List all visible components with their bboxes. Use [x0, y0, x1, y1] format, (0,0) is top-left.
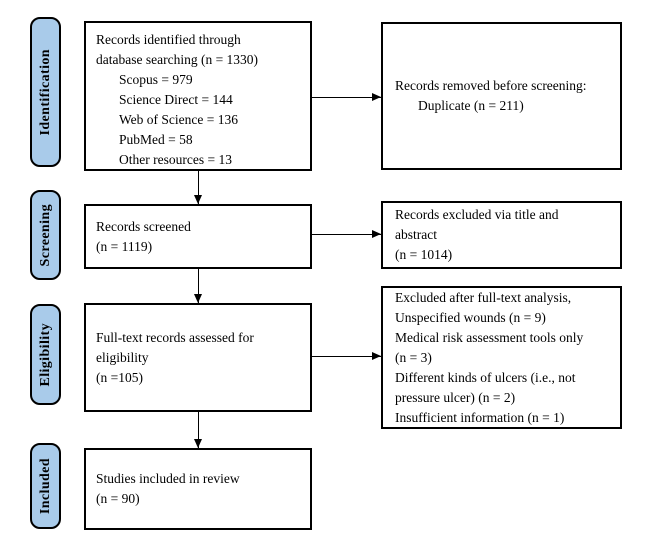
arrow-right-fulltext-to-excluded — [312, 351, 381, 360]
stage-label-screening: Screening — [30, 190, 61, 280]
stage-label-text: Included — [37, 457, 53, 515]
text-line: database searching (n = 1330) — [96, 52, 259, 67]
stage-label-included: Included — [30, 443, 61, 529]
text-line: Insufficient information (n = 1) — [395, 409, 565, 425]
text-line: Full-text records assessed for — [96, 329, 254, 345]
stage-label-text: Identification — [37, 48, 53, 136]
arrow-down-identified-to-screened — [193, 171, 202, 204]
text-line: Unspecified wounds (n = 9) — [395, 309, 546, 325]
text-line: pressure ulcer) (n = 2) — [395, 389, 516, 405]
text-line: (n = 1014) — [395, 247, 453, 262]
box-studies-included: Studies included in review (n = 90) — [84, 448, 312, 530]
text-line: Records excluded via title and — [395, 207, 559, 222]
stage-label-eligibility: Eligibility — [30, 304, 61, 405]
box-records-removed: Records removed before screening: Duplic… — [381, 22, 622, 170]
text-line: Other resources = 13 — [119, 152, 232, 167]
text-line: Web of Science = 136 — [119, 112, 238, 127]
text-line: Medical risk assessment tools only — [395, 329, 584, 345]
text-line: Excluded after full-text analysis, — [395, 289, 572, 305]
arrow-right-screened-to-excluded — [312, 229, 381, 238]
arrow-right-identified-to-removed — [312, 92, 381, 101]
text-line: abstract — [395, 227, 437, 242]
text-line: Duplicate (n = 211) — [418, 98, 524, 113]
text-line: Records removed before screening: — [395, 78, 587, 93]
box-records-identified: Records identified through database sear… — [84, 21, 312, 171]
stage-label-identification: Identification — [30, 17, 61, 167]
box-records-screened: Records screened (n = 1119) — [84, 204, 312, 269]
text-line: Scopus = 979 — [119, 72, 193, 87]
text-line: (n =105) — [96, 369, 143, 385]
text-line: Studies included in review — [96, 471, 240, 486]
box-fulltext-assessed: Full-text records assessed for eligibili… — [84, 303, 312, 412]
text-line: PubMed = 58 — [119, 132, 193, 147]
text-line: Records identified through — [96, 32, 241, 47]
box-excluded-title-abstract: Records excluded via title and abstract … — [381, 201, 622, 269]
text-line: Different kinds of ulcers (i.e., not — [395, 369, 576, 385]
box-excluded-fulltext: Excluded after full-text analysis, Unspe… — [381, 286, 622, 429]
text-line: eligibility — [96, 349, 149, 365]
text-line: (n = 1119) — [96, 238, 153, 254]
stage-label-text: Screening — [37, 203, 53, 267]
text-line: Science Direct = 144 — [119, 92, 233, 107]
text-line: (n = 3) — [395, 349, 432, 365]
stage-label-text: Eligibility — [37, 322, 53, 387]
text-line: Records screened — [96, 218, 191, 234]
arrow-down-fulltext-to-included — [193, 412, 202, 448]
arrow-down-screened-to-fulltext — [193, 269, 202, 303]
text-line: (n = 90) — [96, 491, 140, 506]
